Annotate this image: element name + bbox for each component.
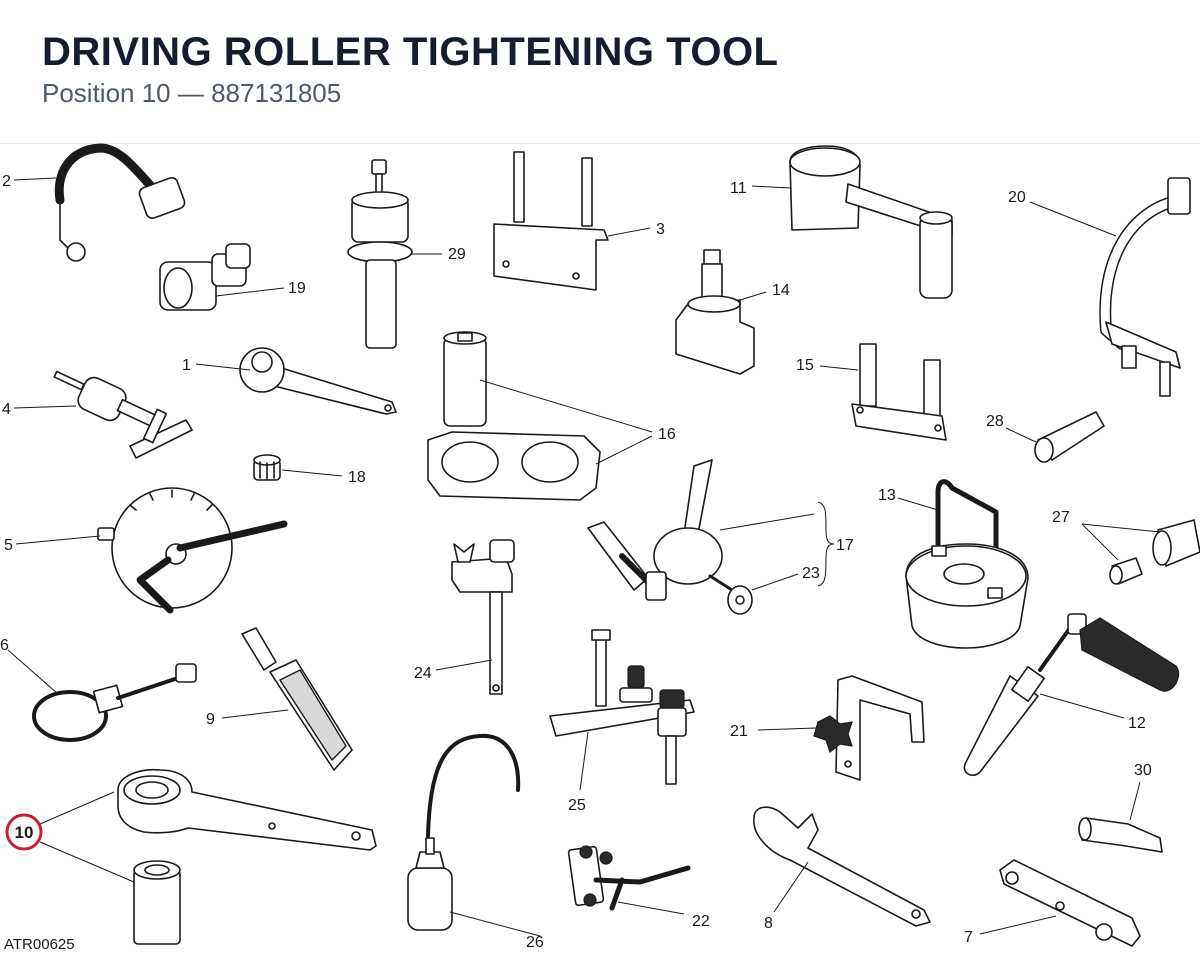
callout-2: 2	[2, 173, 11, 190]
tool-18-knurled-nut[interactable]	[253, 454, 281, 481]
callout-14: 14	[772, 282, 790, 299]
tool-23-disc[interactable]	[727, 585, 753, 615]
tool-17-lever-fixture[interactable]	[587, 459, 734, 601]
tool-7-knob-plate[interactable]	[999, 859, 1141, 947]
callout-28: 28	[986, 413, 1004, 430]
page-title: DRIVING ROLLER TIGHTENING TOOL	[42, 30, 779, 74]
callout-labels: 2 19 1 4 18 5 6 9 10 29 3 16 24 25 26 17…	[0, 173, 1152, 951]
callout-26: 26	[526, 934, 544, 951]
callout-23: 23	[802, 565, 820, 582]
tool-27-sleeves[interactable]	[1109, 519, 1200, 585]
callout-10: 10	[15, 823, 34, 842]
callout-29: 29	[448, 246, 466, 263]
tool-19-socket[interactable]	[159, 243, 251, 311]
tool-13-bowl[interactable]	[905, 479, 1029, 649]
tool-3-rod-bracket[interactable]	[493, 151, 609, 291]
tool-26-oil-bottle[interactable]	[407, 733, 521, 931]
tool-11-lever-cylinder[interactable]	[789, 145, 953, 299]
callout-27: 27	[1052, 509, 1070, 526]
tool-28-cone[interactable]	[1034, 411, 1105, 463]
tool-9-knurled-handle[interactable]	[241, 627, 353, 771]
tool-21-bracket[interactable]	[813, 675, 925, 781]
callout-8: 8	[764, 915, 773, 932]
tool-25-bridge-puller[interactable]	[549, 629, 695, 785]
tool-2-crank-handle[interactable]	[54, 143, 186, 262]
callout-11: 11	[730, 180, 747, 197]
callout-30: 30	[1134, 762, 1152, 779]
page-subtitle: Position 10 — 887131805	[42, 78, 342, 108]
tool-4-t-handle-puller[interactable]	[53, 370, 193, 459]
tool-16-socket-and-plate[interactable]	[427, 331, 601, 501]
leader-lines	[7, 177, 1161, 937]
callout-17: 17	[836, 537, 854, 554]
callout-22: 22	[692, 913, 710, 930]
tool-6-strap-wrench[interactable]	[32, 663, 197, 742]
tool-14-stepped-socket[interactable]	[675, 249, 755, 375]
callout-16: 16	[658, 426, 676, 443]
callout-12: 12	[1128, 715, 1146, 732]
tool-1-ring-wrench[interactable]	[239, 347, 397, 415]
tool-10-driving-roller-tightening-tool[interactable]	[117, 768, 377, 945]
tool-24-wing-nut-pin[interactable]	[451, 539, 515, 695]
header-divider	[0, 143, 1200, 144]
callout-19: 19	[288, 280, 306, 297]
tool-8-hook-spanner[interactable]	[753, 806, 931, 927]
tool-5-degree-wheel[interactable]	[97, 487, 288, 614]
callout-3: 3	[656, 221, 665, 238]
tool-20-curved-arm[interactable]	[1099, 177, 1191, 397]
callout-7: 7	[964, 929, 973, 946]
callout-25: 25	[568, 797, 586, 814]
callout-4: 4	[2, 401, 11, 418]
reference-code: ATR00625	[4, 936, 75, 953]
highlight-circle	[5, 813, 43, 851]
tool-29-press-tool[interactable]	[347, 159, 413, 349]
tool-22-flange-puller[interactable]	[567, 845, 691, 911]
callout-24: 24	[414, 665, 432, 682]
tool-12-grip-handle[interactable]	[963, 613, 1180, 777]
tool-15-fork-plate[interactable]	[851, 343, 947, 441]
callout-6: 6	[0, 637, 9, 654]
callout-9: 9	[206, 711, 215, 728]
callout-18: 18	[348, 469, 366, 486]
callout-1: 1	[182, 357, 191, 374]
tool-30-tapered-pin[interactable]	[1078, 817, 1163, 853]
callout-13: 13	[878, 487, 896, 504]
callout-20: 20	[1008, 189, 1026, 206]
callout-15: 15	[796, 357, 814, 374]
callout-5: 5	[4, 537, 13, 554]
callout-21: 21	[730, 723, 748, 740]
